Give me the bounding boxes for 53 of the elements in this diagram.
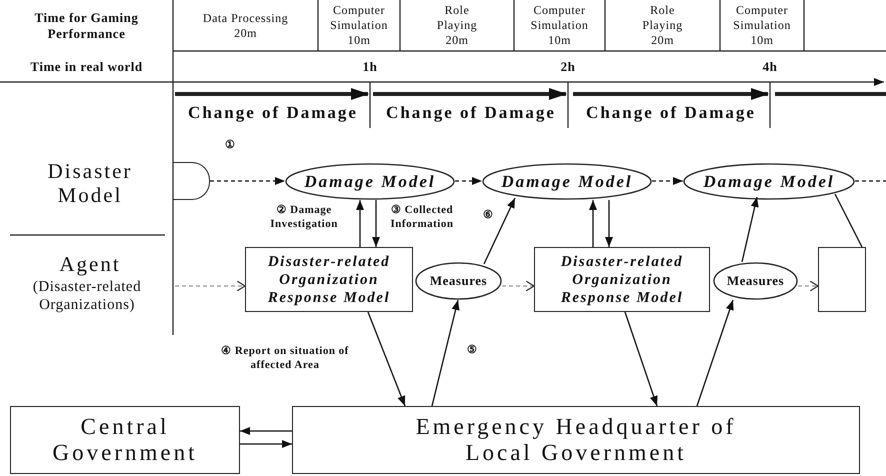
model-ellipse: Damage Model (482, 163, 652, 200)
activity-label: Role Playing 20m (641, 2, 684, 49)
arrow (605, 200, 613, 247)
dashed-arrow (455, 177, 482, 185)
measures-ellipse: Measures (415, 262, 502, 300)
arrow (624, 312, 658, 406)
arrow (483, 198, 516, 264)
model-box: Disaster-related Organization Response Model (245, 247, 413, 312)
column-header: Time for Gaming Performance (34, 8, 140, 42)
row-label: Agent (58, 251, 122, 278)
arrow (240, 427, 292, 435)
edge-label: ⑥ (482, 208, 494, 222)
arrow (240, 440, 292, 448)
row-label: Disaster Model (46, 158, 134, 208)
connector-line (834, 194, 863, 248)
model-ellipse: Damage Model (683, 163, 855, 200)
activity-label: Computer Simulation 10m (329, 2, 389, 49)
dashed-arrow (210, 177, 285, 185)
model-box: Disaster-related Organization Response Model (534, 247, 710, 312)
phase-label: Change of Damage (187, 102, 359, 124)
arrow (431, 300, 460, 406)
headquarter-box: Emergency Headquarter of Local Government (292, 406, 860, 474)
edge-label: ③ Collected Information (390, 203, 454, 231)
time-mark: 2h (560, 58, 576, 76)
empty-box (818, 247, 866, 312)
time-mark: 4h (762, 58, 778, 76)
row-header: Time in real world (29, 58, 144, 76)
arrow (589, 200, 597, 247)
dashed-arrow (652, 177, 683, 185)
dashed-arrow (798, 280, 819, 292)
measures-ellipse: Measures (713, 262, 798, 300)
activity-label: Role Playing 20m (436, 2, 478, 49)
start-shape (173, 162, 210, 200)
model-ellipse: Damage Model (285, 163, 455, 200)
edge-label: ④ Report on situation of affected Area (220, 344, 350, 372)
row-label: (Disaster-related Organizations) (32, 278, 142, 315)
government-box: Central Government (10, 406, 240, 474)
arrow (741, 196, 759, 262)
phase-label: Change of Damage (585, 102, 757, 124)
edge-label: ① (224, 138, 236, 152)
activity-label: Computer Simulation 10m (530, 2, 590, 49)
activity-label: Data Processing 20m (202, 10, 290, 42)
arrow (356, 200, 364, 247)
dashed-arrow (502, 280, 535, 292)
activity-label: Computer Simulation 10m (732, 2, 792, 49)
time-mark: 1h (362, 58, 378, 76)
phase-label: Change of Damage (385, 102, 557, 124)
arrow (367, 312, 406, 406)
arrow (372, 200, 380, 247)
arrow (696, 300, 734, 406)
dashed-arrow (175, 280, 246, 292)
edge-label: ② Damage Investigation (269, 203, 339, 231)
edge-label: ⑤ (466, 343, 478, 357)
